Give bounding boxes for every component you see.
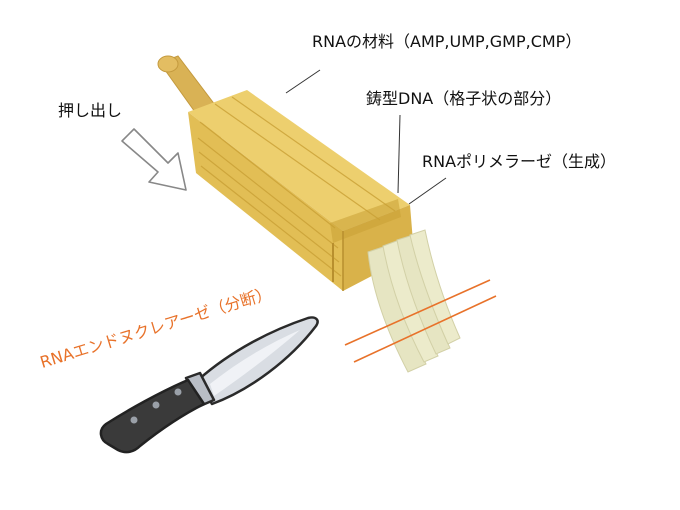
- label-template-dna: 鋳型DNA（格子状の部分）: [366, 89, 562, 108]
- arrow-down-right-icon: [121, 128, 187, 191]
- pointer-lines: [285, 69, 447, 205]
- rna-strands: [367, 229, 461, 373]
- label-push-out: 押し出し: [58, 101, 123, 120]
- wooden-noodle-press-icon: [188, 90, 414, 291]
- kitchen-knife-icon: [99, 316, 319, 454]
- cut-lines: [344, 279, 497, 363]
- label-rna-materials: RNAの材料（AMP,UMP,GMP,CMP）: [312, 32, 582, 51]
- label-rna-polymerase: RNAポリメラーゼ（生成）: [422, 152, 617, 171]
